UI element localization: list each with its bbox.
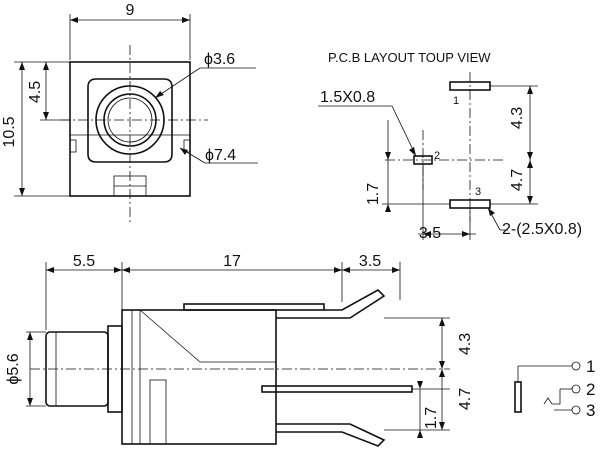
side-dim-43: 4.3 <box>457 333 474 355</box>
pcb-title: P.C.B LAYOUT TOUP VIEW <box>328 50 491 65</box>
schematic-symbol: 1 2 3 <box>514 357 595 420</box>
side-view: 5.5 17 3.5 ϕ5.6 <box>5 253 474 447</box>
pcb-dim-43: 4.3 <box>509 107 526 129</box>
pcb-dim-35: 3.5 <box>419 225 441 242</box>
top-width-dim: 9 <box>126 2 135 19</box>
pcb-dim-17: 1.7 <box>365 183 382 205</box>
schematic-pin-3: 3 <box>586 401 595 420</box>
schematic-pin-2: 2 <box>586 380 595 399</box>
barrel-diameter: ϕ5.6 <box>5 353 22 384</box>
pad-1-label: 1 <box>453 95 459 107</box>
hole-inner-dia: ϕ3.6 <box>204 51 235 68</box>
side-dim-35: 3.5 <box>359 253 381 270</box>
top-height-dim: 10.5 <box>1 116 18 147</box>
pcb-layout: P.C.B LAYOUT TOUP VIEW 1 2 3 4.3 4.7 1.7 <box>318 50 582 242</box>
top-view: 9 10.5 4.5 ϕ3.6 <box>1 2 258 222</box>
side-dim-55: 5.5 <box>73 253 95 270</box>
side-dim-17: 17 <box>223 253 241 270</box>
pcb-dim-47: 4.7 <box>509 169 526 191</box>
side-dim-17-small: 1.7 <box>423 407 440 429</box>
top-offset-dim: 4.5 <box>27 81 44 103</box>
schematic-pin-1: 1 <box>586 357 595 376</box>
pad-3-label: 3 <box>475 186 481 198</box>
hole-outer-dia: ϕ7.4 <box>205 147 236 164</box>
pad-2-label: 2 <box>434 150 440 162</box>
pad-large-size: 2-(2.5X0.8) <box>502 221 582 238</box>
pad-small-size: 1.5X0.8 <box>320 89 375 106</box>
side-dim-47: 4.7 <box>457 388 474 410</box>
